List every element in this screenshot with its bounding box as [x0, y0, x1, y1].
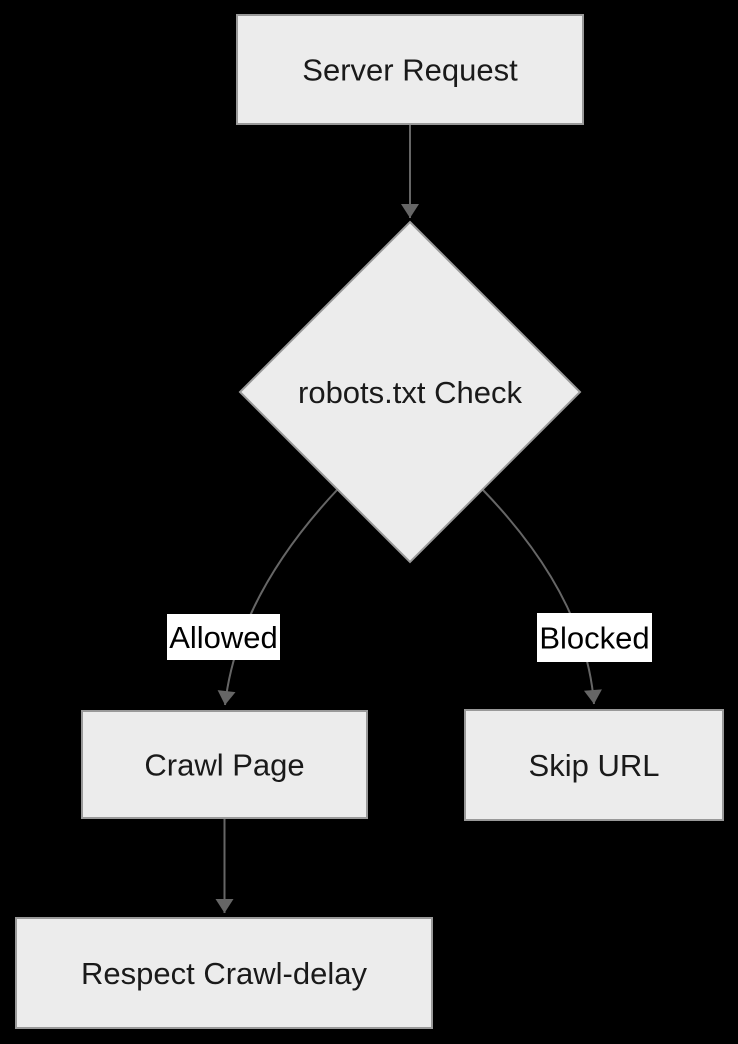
- edge-line: [482, 489, 602, 705]
- node-robots-check-label: robots.txt Check: [298, 375, 522, 410]
- edge-robots-check-to-skip-url: [482, 489, 602, 705]
- node-server-request-label: Server Request: [302, 52, 518, 87]
- node-robots-check: robots.txt Check: [238, 220, 582, 564]
- node-skip-url-shape: [464, 709, 724, 821]
- edge-label-blocked-bg: [537, 613, 652, 662]
- edge-label-allowed-bg: [167, 614, 280, 660]
- edge-robots-check-to-crawl-page: [217, 489, 338, 706]
- node-respect-crawl-delay-shape: [15, 917, 433, 1029]
- node-crawl-page-shape: [81, 710, 368, 819]
- edge-label-blocked: Blocked: [537, 613, 652, 662]
- node-skip-url: Skip URL: [464, 709, 724, 821]
- edge-line: [217, 489, 338, 706]
- node-respect-crawl-delay: Respect Crawl-delay: [15, 917, 433, 1029]
- node-robots-check-shape: [238, 220, 582, 564]
- node-server-request-shape: [236, 14, 584, 125]
- node-server-request: Server Request: [236, 14, 584, 125]
- node-crawl-page: Crawl Page: [81, 710, 368, 819]
- node-respect-crawl-delay-label: Respect Crawl-delay: [81, 956, 367, 991]
- edge-label-allowed-text: Allowed: [169, 620, 278, 655]
- node-skip-url-label: Skip URL: [529, 748, 660, 783]
- edge-label-blocked-text: Blocked: [539, 620, 649, 655]
- node-crawl-page-label: Crawl Page: [144, 747, 304, 782]
- edge-label-allowed: Allowed: [167, 614, 280, 660]
